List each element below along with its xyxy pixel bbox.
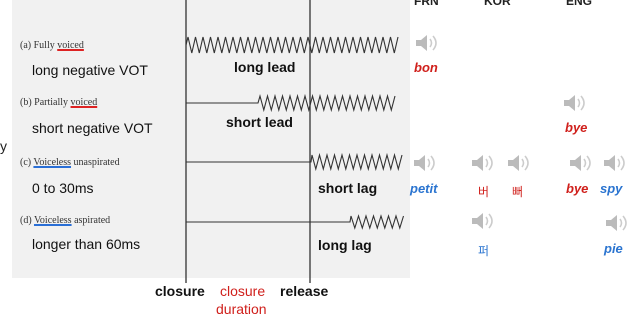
speaker-icon[interactable] xyxy=(562,92,588,114)
row-c-small-label: (c) Voiceless unaspirated xyxy=(20,157,120,168)
wave-row-c xyxy=(186,152,403,172)
row-b-caption: short negative VOT xyxy=(32,120,153,136)
speaker-icon[interactable] xyxy=(604,212,630,234)
lang-kor-heading: KOR xyxy=(484,0,511,8)
wave-row-b xyxy=(186,93,396,113)
row-a-small-label: (a) Fully voiced xyxy=(20,40,84,51)
row-d-small-label: (d) Voiceless aspirated xyxy=(20,215,111,226)
word-pie: pie xyxy=(604,241,623,256)
closure-duration-label-2: duration xyxy=(216,301,267,317)
phase-label-long-lag: long lag xyxy=(318,237,372,253)
row-d-caption: longer than 60ms xyxy=(32,236,141,252)
row-c-caption: 0 to 30ms xyxy=(32,180,94,196)
wave-row-a xyxy=(185,36,399,54)
speaker-icon[interactable] xyxy=(506,152,532,174)
speaker-icon[interactable] xyxy=(412,152,438,174)
speaker-icon[interactable] xyxy=(414,32,440,54)
row-a-caption: long negative VOT xyxy=(32,62,148,78)
word-kor-pheo: 퍼 xyxy=(478,244,490,258)
word-kor-beo: 버 xyxy=(478,185,490,199)
wave-row-d xyxy=(186,214,405,230)
speaker-icon[interactable] xyxy=(602,152,628,174)
speaker-icon[interactable] xyxy=(568,152,594,174)
closure-axis-label: closure xyxy=(155,283,205,299)
word-bon: bon xyxy=(414,60,438,75)
lang-eng-heading: ENG xyxy=(566,0,593,8)
phase-label-short-lead: short lead xyxy=(226,114,293,130)
word-bye: bye xyxy=(565,120,588,135)
word-bye-2: bye xyxy=(566,181,589,196)
phase-label-short-lag: short lag xyxy=(318,180,378,196)
phase-label-long-lead: long lead xyxy=(234,59,296,75)
word-petit: petit xyxy=(410,181,438,196)
speaker-icon[interactable] xyxy=(470,152,496,174)
lang-frn-heading: FRN xyxy=(414,0,439,8)
cropped-letter: y xyxy=(0,138,7,154)
word-kor-ppeo: 뻐 xyxy=(512,185,524,199)
release-axis-label: release xyxy=(280,283,329,299)
closure-duration-label: closure xyxy=(220,283,266,299)
word-spy: spy xyxy=(600,181,623,196)
row-b-small-label: (b) Partially voiced xyxy=(20,97,98,108)
speaker-icon[interactable] xyxy=(470,210,496,232)
